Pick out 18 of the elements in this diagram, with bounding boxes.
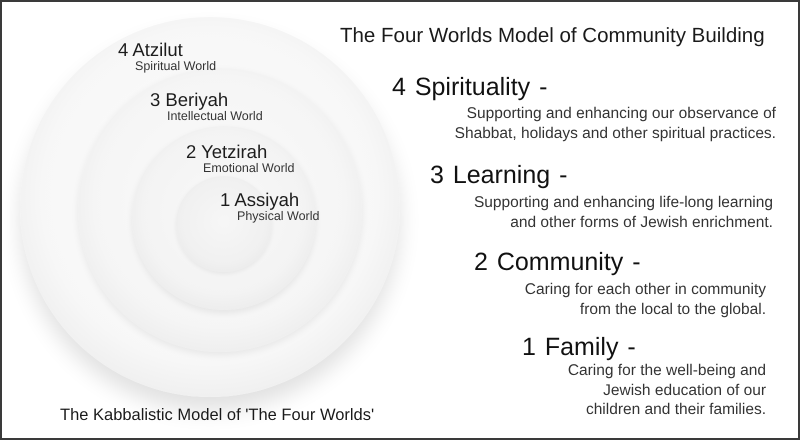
caption: The Kabbalistic Model of 'The Four Worlds' [60,406,374,425]
world-name: 4 Atzilut [118,40,183,60]
section-heading: 3 Learning - [430,161,568,190]
world-subtitle: Spiritual World [135,60,216,74]
section-description: Caring for the well-being and Jewish education of our children and their families. [566,361,766,420]
world-subtitle: Intellectual World [167,110,263,124]
title: The Four Worlds Model of Community Building [340,24,765,48]
world-name: 3 Beriyah [150,90,228,110]
section-heading: 4 Spirituality - [392,73,548,102]
section-description: Caring for each other in community from the local to the global. [524,280,766,319]
world-name: 1 Assiyah [220,190,300,210]
section-heading: 1 Family - [522,333,636,362]
world-name: 2 Yetzirah [186,142,268,162]
world-subtitle: Physical World [237,210,320,224]
world-subtitle: Emotional World [203,162,294,176]
section-heading: 2 Community - [474,248,641,277]
section-description: Supporting and enhancing life-long learning and other forms of Jewish enrichment. [472,193,773,232]
section-description: Supporting and enhancing our observance of Shabbat, holidays and other spiritual practices. [454,104,776,143]
